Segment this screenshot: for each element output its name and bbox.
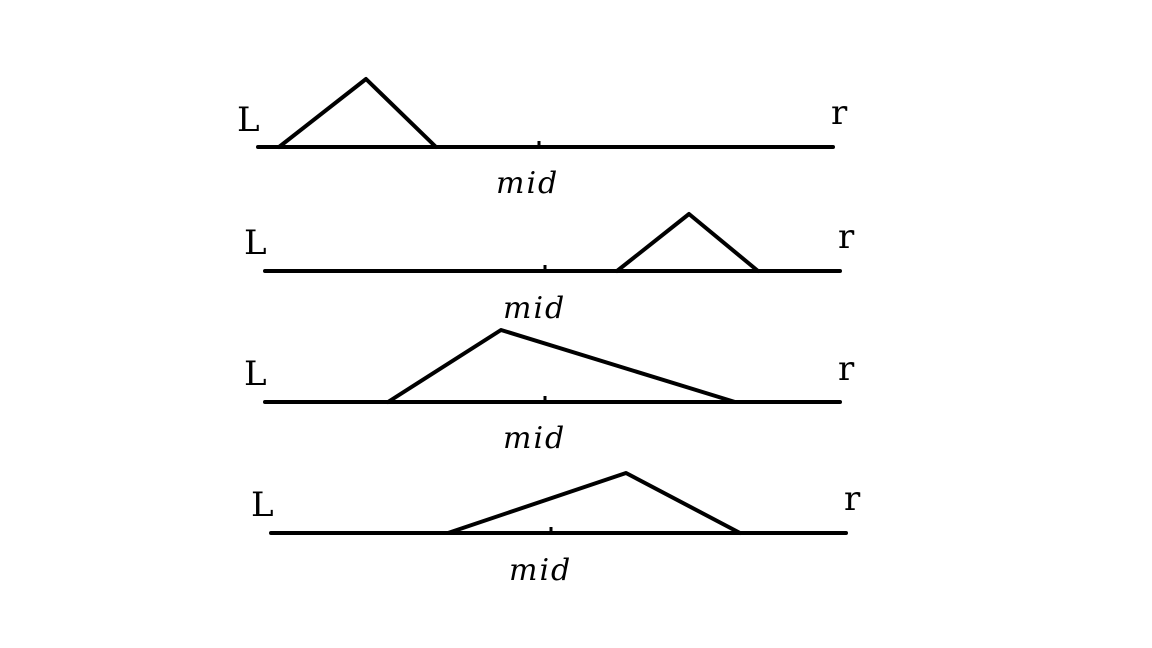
triangle-peak: [277, 77, 438, 149]
right-label: r: [844, 479, 861, 519]
left-label: L: [251, 485, 274, 525]
triangle-peak: [446, 471, 742, 535]
mid-label: mid: [496, 166, 559, 201]
triangle-peak: [386, 328, 737, 404]
right-label: r: [838, 217, 855, 257]
mid-label: mid: [503, 291, 566, 326]
diagram-row-2: L r mid: [244, 212, 855, 326]
left-label: L: [244, 223, 267, 263]
mid-label: mid: [509, 553, 572, 588]
diagram-row-4: L r mid: [251, 471, 861, 588]
right-label: r: [831, 93, 848, 133]
left-label: L: [244, 354, 267, 394]
triangle-peak: [615, 212, 760, 273]
diagram-row-3: L r mid: [244, 328, 855, 456]
left-label: L: [237, 100, 260, 140]
right-label: r: [838, 349, 855, 389]
diagram-row-1: L r mid: [237, 77, 848, 201]
mid-label: mid: [503, 421, 566, 456]
